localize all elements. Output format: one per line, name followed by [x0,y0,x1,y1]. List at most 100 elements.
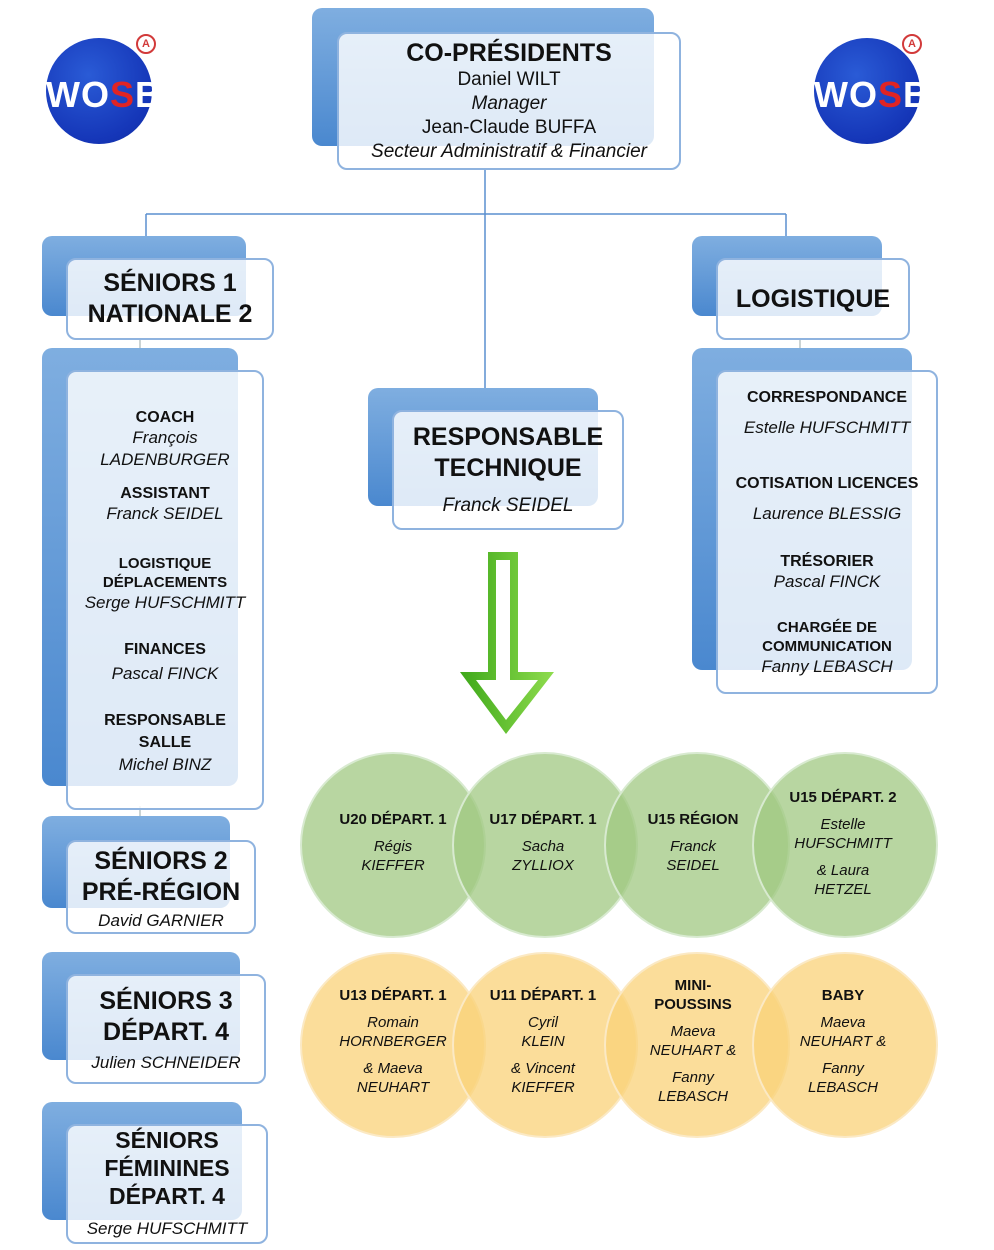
team-label-group: U11 DÉPART. 1 Cyril KLEIN & Vincent KIEF… [468,986,618,1097]
staff-role: COACH [135,409,195,426]
seniors1-staff-box: COACH François LADENBURGER ASSISTANT Fra… [66,370,264,810]
seniors1-header-box: SÉNIORS 1 NATIONALE 2 [66,258,274,340]
technique-title: TECHNIQUE [434,454,582,482]
coach-name: LEBASCH [807,1079,879,1096]
staff-role: CORRESPONDANCE [746,389,907,406]
staff-name: Pascal FINCK [111,664,219,683]
coach-name: LEBASCH [657,1088,729,1105]
staff-name: Pascal FINCK [773,572,881,591]
club-logo-right: WOSB [814,38,929,144]
coach-name: NEUHART [356,1079,430,1096]
seniors1-title: NATIONALE 2 [87,300,253,328]
technique-title: RESPONSABLE [412,423,604,451]
team-label-group: U15 DÉPART. 2 Estelle HUFSCHMITT & Laura… [768,788,918,899]
staff-name: Estelle HUFSCHMITT [743,418,911,437]
coach-name: ZYLLIOX [512,857,574,874]
team-name: U11 DÉPART. 1 [489,987,597,1004]
coach-name: Sacha [521,838,565,855]
coach-name: & Laura [816,862,870,879]
staff-role: LOGISTIQUE [118,555,212,572]
seniors2-title: PRÉ-RÉGION [81,878,241,906]
team-name: POUSSINS [654,996,732,1013]
technique-box: RESPONSABLE TECHNIQUE Franck SEIDEL [392,410,624,530]
seniors2-name: David GARNIER [98,911,224,930]
coach-name: KLEIN [521,1033,565,1050]
staff-role: COTISATION LICENCES [735,475,919,492]
president-role: Manager [471,93,547,114]
staff-role: SALLE [138,734,192,751]
team-name: U20 DÉPART. 1 [339,811,447,828]
coach-name: Romain [367,1014,419,1031]
president-name: Daniel WILT [457,69,561,90]
presidents-title: CO-PRÉSIDENTS [406,39,612,67]
staff-role: RESPONSABLE [104,712,226,729]
team-label-group: U20 DÉPART. 1 Régis KIEFFER [318,810,468,875]
team-label-group: U13 DÉPART. 1 Romain HORNBERGER & Maeva … [318,986,468,1097]
staff-role: ASSISTANT [120,485,210,502]
team-circle [752,752,938,938]
logistique-staff-box: CORRESPONDANCE Estelle HUFSCHMITT COTISA… [716,370,938,694]
coach-name: KIEFFER [361,857,425,874]
club-logo-left: WOSB [46,38,161,144]
staff-role: TRÉSORIER [780,553,874,570]
coach-name: NEUHART & [649,1042,737,1059]
staff-name: Serge HUFSCHMITT [84,593,246,612]
team-label-group: MINI- POUSSINS Maeva NEUHART & Fanny LEB… [618,976,768,1106]
coach-name: HETZEL [814,881,872,898]
team-name: U15 RÉGION [647,811,739,828]
feminines-title: DÉPART. 4 [109,1183,225,1209]
staff-name: François [132,428,198,447]
president-name: Jean-Claude BUFFA [421,117,597,138]
staff-role: FINANCES [124,641,206,658]
coach-name: Cyril [528,1014,558,1031]
feminines-name: Serge HUFSCHMITT [86,1219,248,1238]
coach-name: Maeva [820,1014,866,1031]
coach-name: Maeva [670,1023,716,1040]
logistique-title: LOGISTIQUE [735,285,891,313]
seniors3-box: SÉNIORS 3 DÉPART. 4 Julien SCHNEIDER [66,974,266,1084]
coach-name: SEIDEL [666,857,720,874]
feminines-title: SÉNIORS [115,1127,219,1153]
team-name: U13 DÉPART. 1 [339,987,447,1004]
seniors1-title: SÉNIORS 1 [103,269,237,297]
team-label-group: U17 DÉPART. 1 Sacha ZYLLIOX [468,810,618,875]
team-circle [752,952,938,1138]
coach-name: HORNBERGER [339,1033,447,1050]
coach-name: NEUHART & [799,1033,887,1050]
staff-name: Michel BINZ [118,755,212,774]
coach-name: KIEFFER [511,1079,575,1096]
seniors2-box: SÉNIORS 2 PRÉ-RÉGION David GARNIER [66,840,256,934]
staff-name: LADENBURGER [100,450,230,469]
seniors3-name: Julien SCHNEIDER [91,1053,241,1072]
staff-name: Fanny LEBASCH [761,657,893,676]
coach-name: HUFSCHMITT [794,835,892,852]
down-arrow-icon [460,552,554,734]
team-label-group: BABY Maeva NEUHART & Fanny LEBASCH [768,986,918,1097]
team-name: U15 DÉPART. 2 [789,789,897,806]
heart-icon: A [902,34,922,54]
coach-name: Franck [670,838,716,855]
seniors2-title: SÉNIORS 2 [94,847,228,875]
seniors3-title: SÉNIORS 3 [99,987,233,1015]
staff-name: Laurence BLESSIG [752,504,902,523]
coach-name: Régis [373,838,413,855]
feminines-box: SÉNIORS FÉMININES DÉPART. 4 Serge HUFSCH… [66,1124,268,1244]
heart-icon: A [136,34,156,54]
president-role: Secteur Administratif & Financier [371,141,647,162]
coach-name: Estelle [820,816,866,833]
technique-name: Franck SEIDEL [442,495,574,516]
coach-name: Fanny [822,1060,864,1077]
team-name: U17 DÉPART. 1 [489,811,597,828]
staff-role: DÉPLACEMENTS [102,574,228,591]
staff-name: Franck SEIDEL [106,504,224,523]
team-name: MINI- [674,977,712,994]
coach-name: & Maeva [363,1060,423,1077]
staff-role: COMMUNICATION [762,638,892,655]
feminines-title: FÉMININES [104,1155,230,1181]
coach-name: & Vincent [511,1060,575,1077]
presidents-box: CO-PRÉSIDENTS Daniel WILT Manager Jean-C… [337,32,681,170]
team-name: BABY [821,987,865,1004]
staff-role: CHARGÉE DE [776,619,877,636]
team-label-group: U15 RÉGION Franck SEIDEL [618,810,768,875]
logistique-header-box: LOGISTIQUE [716,258,910,340]
